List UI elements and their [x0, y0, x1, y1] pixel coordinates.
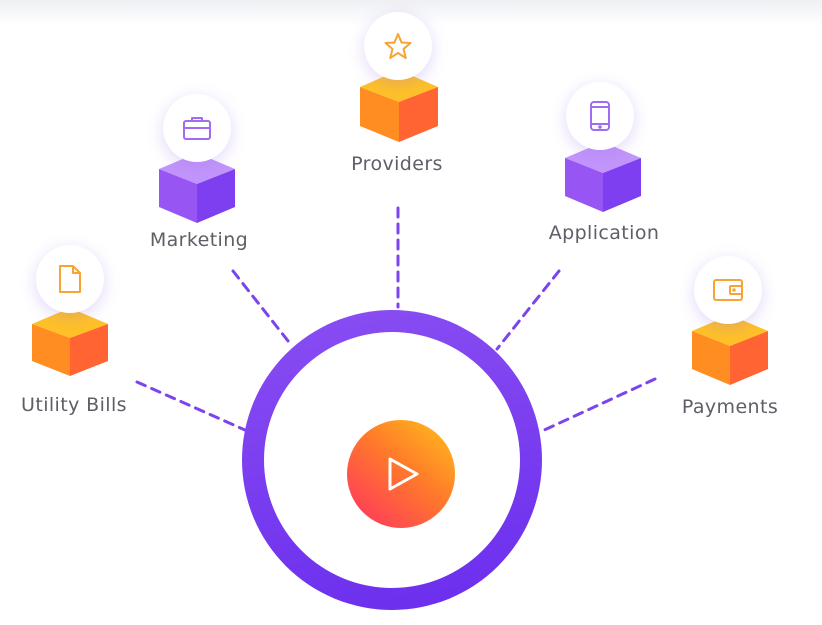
node-label: Providers — [351, 153, 443, 175]
node-label: Utility Bills — [21, 394, 127, 416]
orange-cube — [32, 308, 108, 380]
node-label: Payments — [681, 396, 779, 418]
play-icon — [388, 457, 419, 491]
document-icon — [36, 245, 104, 313]
orange-cube — [692, 315, 768, 389]
connector-utility-bills — [135, 380, 247, 432]
node-label: Application — [548, 222, 660, 244]
briefcase-icon — [163, 94, 231, 162]
star-icon — [364, 12, 432, 80]
play-button[interactable] — [347, 420, 455, 528]
purple-cube — [159, 153, 235, 227]
wallet-icon — [694, 256, 762, 324]
connector-payments — [538, 377, 657, 434]
connector-marketing — [231, 269, 294, 348]
mobile-phone-icon — [566, 82, 634, 150]
connector-application — [495, 269, 561, 351]
node-label: Marketing — [149, 229, 249, 251]
purple-cube — [565, 142, 641, 216]
orange-cube — [360, 70, 438, 146]
